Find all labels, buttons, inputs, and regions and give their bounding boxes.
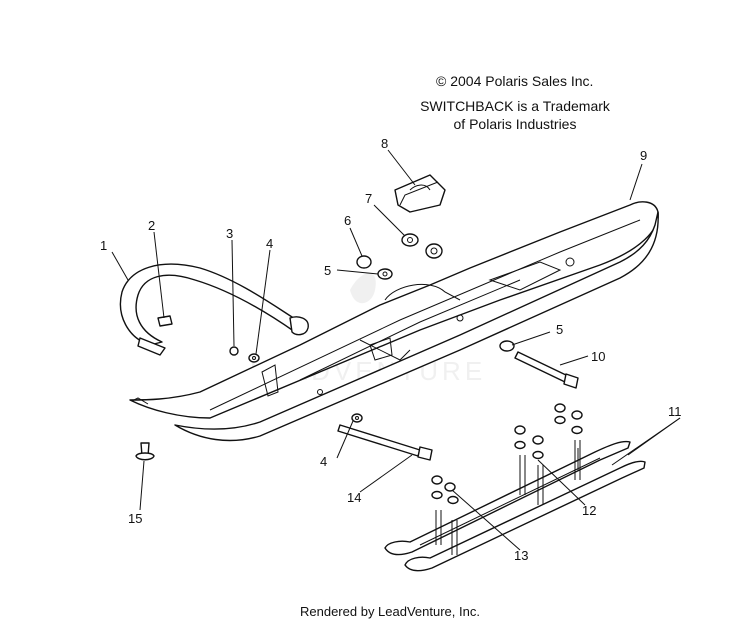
callout-14: 14 (347, 490, 361, 505)
trademark-line-1: SWITCHBACK is a Trademark (420, 98, 610, 114)
callout-12: 12 (582, 503, 596, 518)
trademark-line-2: of Polaris Industries (453, 116, 577, 132)
bolt-long (514, 351, 579, 389)
nut-part (229, 346, 239, 356)
callout-labels: 1 2 3 4 5 6 7 8 9 5 10 11 4 14 12 15 13 (100, 136, 682, 563)
carbide-studs (431, 403, 583, 555)
leader-lines (111, 149, 681, 551)
wear-bar-front (384, 440, 646, 572)
callout-4-lower: 4 (320, 454, 327, 469)
callout-6: 6 (344, 213, 351, 228)
copyright-notice: © 2004 Polaris Sales Inc. (436, 73, 594, 89)
footer-credit: Rendered by LeadVenture, Inc. (300, 604, 480, 619)
callout-13: 13 (514, 548, 528, 563)
bolt-lower (337, 424, 433, 461)
rivet-part (135, 442, 155, 461)
callout-7: 7 (365, 191, 372, 206)
bracket-part (157, 315, 173, 327)
callout-1: 1 (100, 238, 107, 253)
callout-11: 11 (668, 404, 682, 419)
washer-lower (351, 413, 363, 423)
callout-5-upper: 5 (324, 263, 331, 278)
callout-4-upper: 4 (266, 236, 273, 251)
callout-2: 2 (148, 218, 155, 233)
bushing-parts (356, 233, 515, 352)
callout-15: 15 (128, 511, 142, 526)
ski-body (129, 201, 659, 442)
callout-8: 8 (381, 136, 388, 151)
callout-9: 9 (640, 148, 647, 163)
callout-10: 10 (591, 349, 605, 364)
ski-loop (119, 263, 309, 356)
washer-upper (248, 353, 260, 363)
callout-3: 3 (226, 226, 233, 241)
callout-5-lower: 5 (556, 322, 563, 337)
saddle-block (394, 174, 446, 213)
